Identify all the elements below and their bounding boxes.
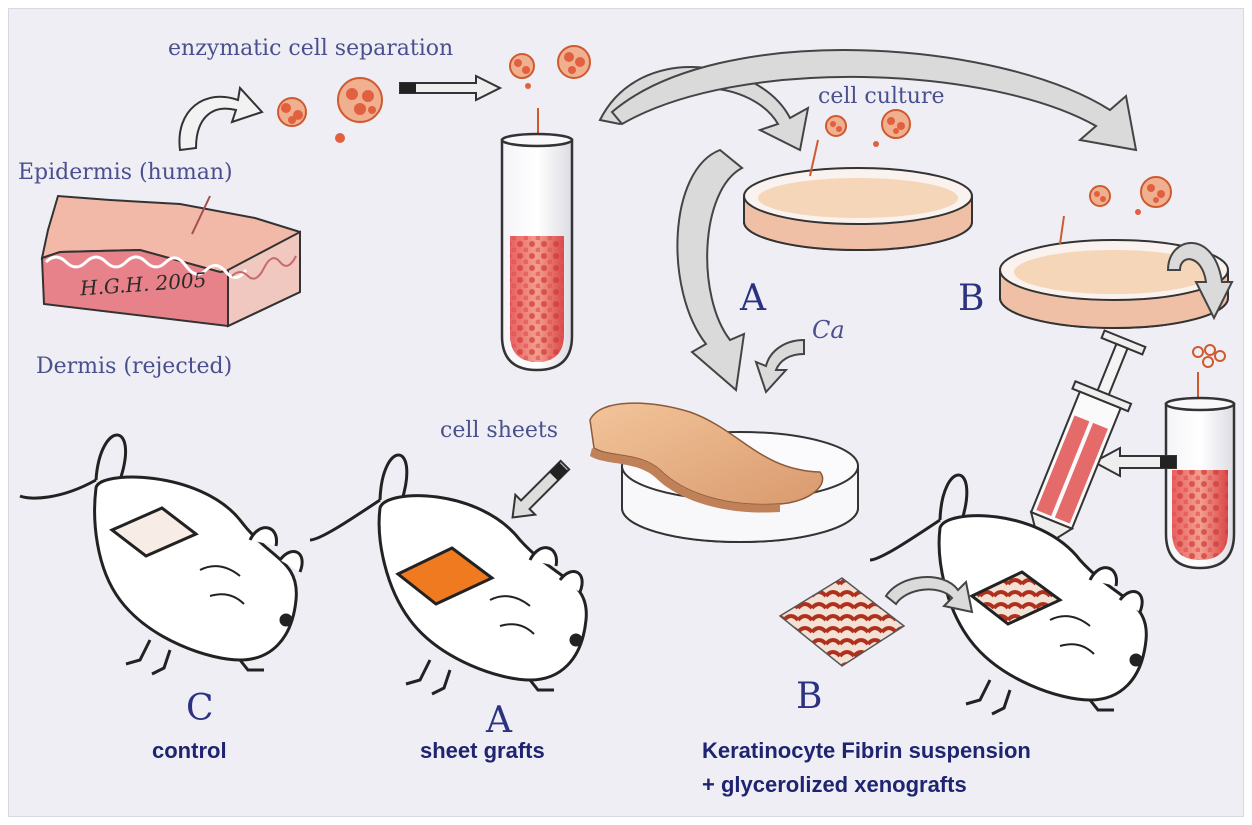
mouse-fibrin-xenograft <box>870 475 1146 714</box>
arrow-to-mouse-a-icon <box>503 455 575 527</box>
curved-arrow-to-sheets-icon <box>677 150 744 390</box>
label-enzymatic-separation: enzymatic cell separation <box>168 36 453 61</box>
label-mouse-a-letter: A <box>486 700 512 741</box>
label-dermis: Dermis (rejected) <box>36 354 232 379</box>
label-mouse-b-letter: B <box>796 676 822 717</box>
curved-arrow-icon <box>179 88 262 150</box>
test-tube-1 <box>502 108 572 370</box>
label-mouse-b-caption-2: + glycerolized xenografts <box>702 772 967 798</box>
label-dish-a: A <box>740 278 766 319</box>
cells-culture-a <box>810 110 910 176</box>
label-mouse-b-caption-1: Keratinocyte Fibrin suspension <box>702 738 1031 764</box>
arrow-to-syringe-icon <box>1094 448 1176 476</box>
culture-dish-a <box>744 168 972 250</box>
label-mouse-a-caption: sheet grafts <box>420 738 545 764</box>
label-epidermis: Epidermis (human) <box>18 160 233 185</box>
cell-sheets-dish <box>590 403 858 542</box>
ca-arrow-icon <box>756 340 804 392</box>
label-calcium: Ca <box>812 316 845 344</box>
label-dish-b: B <box>958 278 984 319</box>
test-tube-2 <box>1166 398 1234 568</box>
label-mouse-c-letter: C <box>186 688 214 729</box>
separation-arrow-icon <box>400 76 500 100</box>
label-cell-culture: cell culture <box>818 84 944 109</box>
skin-block <box>42 196 300 326</box>
mouse-control <box>20 435 302 674</box>
cells-culture-b <box>1060 177 1171 244</box>
label-mouse-c-caption: control <box>152 738 227 764</box>
xenograft-mesh <box>780 578 904 666</box>
label-cell-sheets: cell sheets <box>440 418 558 443</box>
